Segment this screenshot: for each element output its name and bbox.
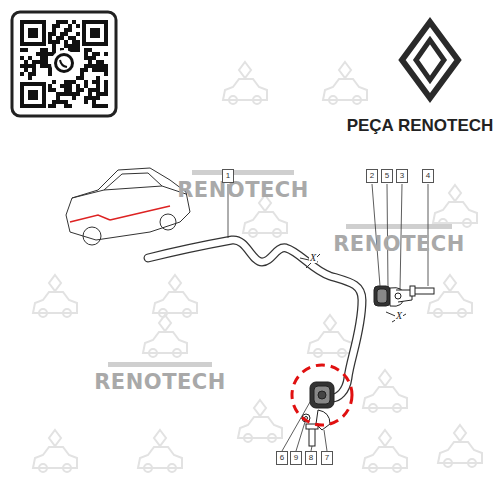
watermark-text: RENOTECH xyxy=(177,180,309,201)
car-sketch xyxy=(66,168,190,245)
section-mark: X xyxy=(395,311,403,321)
callout-number: 8 xyxy=(305,451,317,465)
callout-number: 2 xyxy=(366,169,378,183)
watermark-text: RENOTECH xyxy=(333,234,465,255)
brand-logo xyxy=(402,22,458,98)
watermark-bars xyxy=(108,170,452,367)
lower-mount xyxy=(302,382,334,446)
callout-number: 1 xyxy=(222,169,234,183)
upper-mount xyxy=(300,254,434,322)
section-mark: X xyxy=(309,253,317,263)
callout-number: 7 xyxy=(321,451,333,465)
highlight-circle xyxy=(292,365,352,425)
qr-code xyxy=(12,12,116,116)
callout-number: 9 xyxy=(290,451,302,465)
callout-number: 6 xyxy=(276,451,288,465)
watermark-text: RENOTECH xyxy=(94,372,226,393)
callout-number: 5 xyxy=(381,169,393,183)
callout-number: 4 xyxy=(422,169,434,183)
leader-lines xyxy=(228,184,428,451)
brand-caption: PEÇA RENOTECH xyxy=(347,117,494,134)
callout-number: 3 xyxy=(396,169,408,183)
